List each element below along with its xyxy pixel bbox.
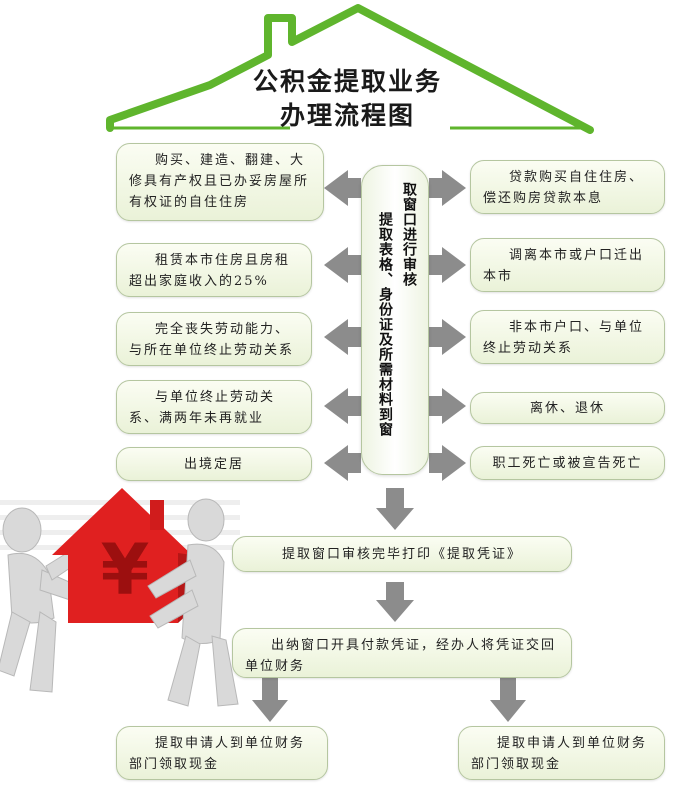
left-item-2: 租赁本市住房且房租超出家庭收入的25% — [116, 243, 312, 297]
left-item-1: 购买、建造、翻建、大修具有产权且已办妥房屋所有权证的自住住房 — [116, 143, 324, 221]
arrow-right-2 — [429, 247, 466, 283]
left-arrows — [324, 170, 361, 481]
arrow-down-2 — [376, 582, 414, 622]
center-pill — [361, 165, 429, 475]
final-right: 提取申请人到单位财务部门领取现金 — [458, 726, 665, 780]
down-arrows — [252, 488, 526, 722]
illustration-figures-house — [0, 488, 240, 707]
arrow-right-4 — [429, 388, 466, 424]
arrow-left-5 — [324, 445, 361, 481]
arrow-left-4 — [324, 388, 361, 424]
center-text-col2: 提取表格、身份证及所需材料到窗 — [377, 212, 393, 437]
yen-symbol: ¥ — [100, 529, 150, 611]
right-item-3: 非本市户口、与单位终止劳动关系 — [470, 310, 665, 364]
step-print-voucher: 提取窗口审核完毕打印《提取凭证》 — [232, 536, 572, 572]
right-item-4: 离休、退休 — [470, 392, 665, 424]
left-item-5: 出境定居 — [116, 447, 312, 481]
arrow-right-1 — [429, 170, 466, 206]
arrow-left-1 — [324, 170, 361, 206]
right-item-2: 调离本市或户口迁出本市 — [470, 238, 665, 292]
arrow-left-3 — [324, 319, 361, 355]
left-item-3: 完全丧失劳动能力、与所在单位终止劳动关系 — [116, 312, 312, 366]
arrow-right-3 — [429, 319, 466, 355]
arrow-left-2 — [324, 247, 361, 283]
roof-outline — [106, 4, 594, 134]
final-left: 提取申请人到单位财务部门领取现金 — [116, 726, 328, 780]
arrow-right-5 — [429, 445, 466, 481]
right-arrows — [429, 170, 466, 481]
right-figure — [147, 498, 239, 707]
right-item-1: 贷款购买自住住房、偿还购房贷款本息 — [470, 160, 665, 214]
left-item-4: 与单位终止劳动关系、满两年未再就业 — [116, 380, 312, 434]
arrow-down-3 — [252, 678, 288, 722]
center-text-col1: 取窗口进行审核 — [401, 182, 417, 287]
arrow-down-4 — [490, 678, 526, 722]
title-line-1: 公积金提取业务 — [252, 67, 442, 96]
title-line-2: 办理流程图 — [279, 101, 415, 130]
arrow-down-1 — [376, 488, 414, 530]
step-cashier-voucher: 出纳窗口开具付款凭证，经办人将凭证交回单位财务 — [232, 628, 572, 678]
right-item-5: 职工死亡或被宣告死亡 — [470, 446, 665, 480]
